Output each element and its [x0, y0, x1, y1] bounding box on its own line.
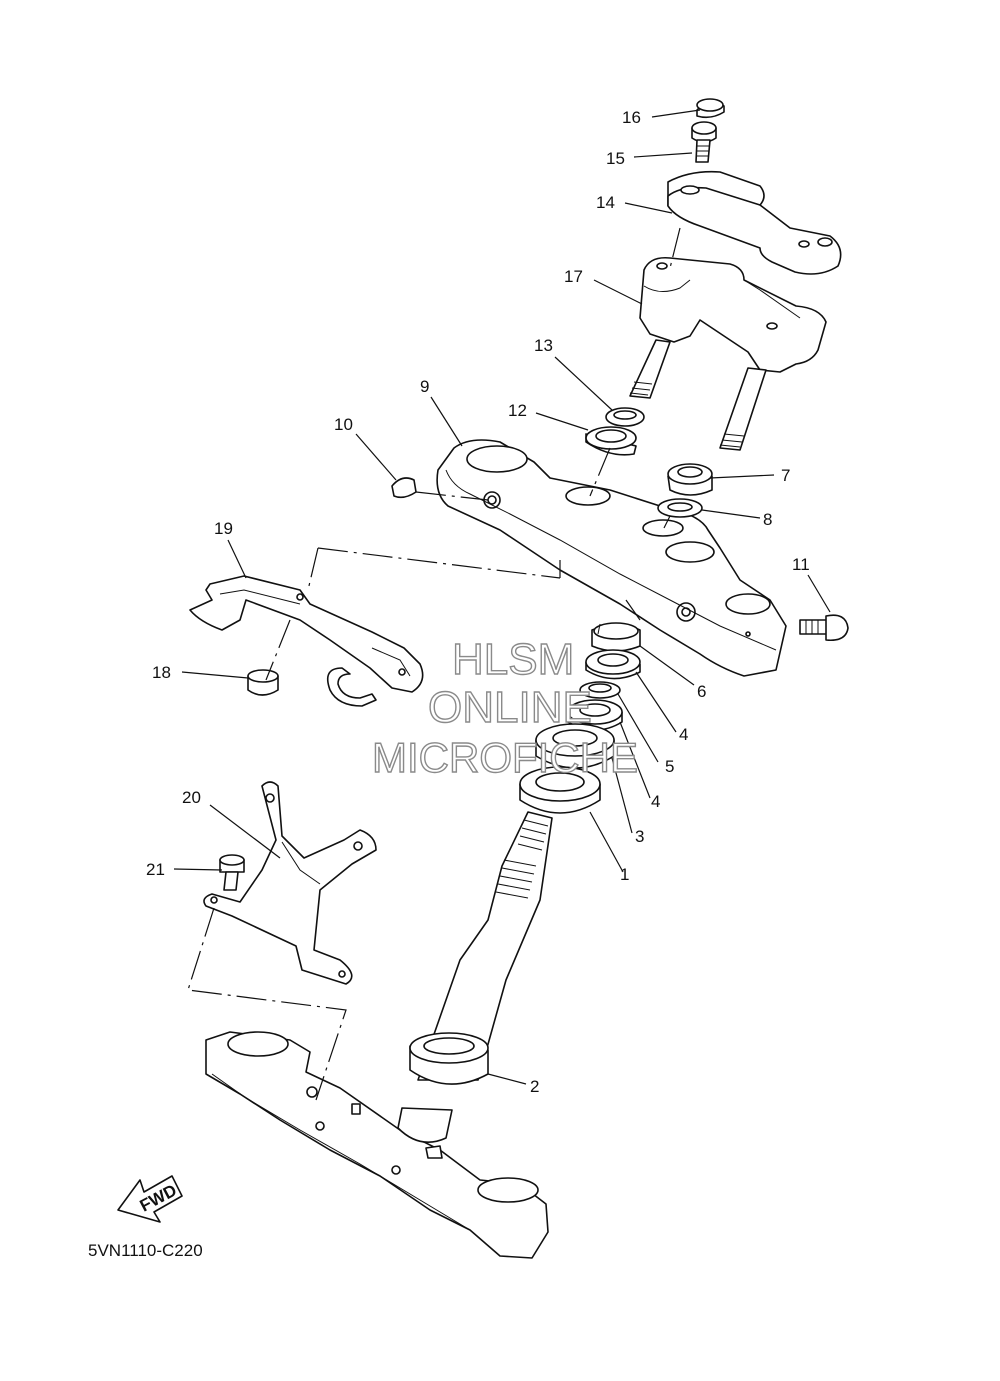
- callout-19: 19: [214, 519, 233, 538]
- part-5-lock-washer: [579, 681, 621, 699]
- callout-21: 21: [146, 860, 165, 879]
- callout-18: 18: [152, 663, 171, 682]
- part-13-washer: [605, 407, 645, 427]
- part-8-washer: [657, 498, 703, 518]
- part-7-nut: [667, 463, 713, 496]
- callout-2: 2: [530, 1077, 539, 1096]
- callout-5: 5: [665, 757, 674, 776]
- part-14-upper-holder: [667, 170, 842, 275]
- part-15-bolt: [691, 121, 717, 163]
- callout-12: 12: [508, 401, 527, 420]
- callout-14: 14: [596, 193, 615, 212]
- callout-10: 10: [334, 415, 353, 434]
- part-9-upper-bracket: [436, 439, 787, 677]
- assembly-lines: [187, 227, 681, 1101]
- part-4a-washer: [585, 649, 641, 680]
- watermark-line1: HLSM: [452, 635, 574, 684]
- callout-labels: 16 15 14 17 13 12 9 10 7 8 11 6 4 5 4 3 …: [146, 108, 810, 1096]
- callout-4b: 4: [651, 792, 660, 811]
- callout-11: 11: [792, 555, 810, 574]
- part-3-seal: [535, 723, 615, 769]
- callout-17: 17: [564, 267, 583, 286]
- callout-9: 9: [420, 377, 429, 396]
- part-20-stay: [203, 781, 377, 985]
- callout-1: 1: [620, 865, 629, 884]
- part-19-bracket: [189, 575, 424, 707]
- callout-7: 7: [781, 466, 790, 485]
- watermark-line3: MICROFICHE: [372, 734, 638, 781]
- diagram-code: 5VN1110-C220: [88, 1241, 203, 1260]
- part-4b-washer: [567, 699, 623, 731]
- part-12-bushing: [585, 426, 637, 456]
- part-17-lower-holder: [629, 256, 827, 451]
- part-21-bolt: [219, 854, 245, 891]
- steering-stem: [205, 811, 553, 1259]
- callout-16: 16: [622, 108, 641, 127]
- part-16-cap: [696, 98, 725, 119]
- callout-13: 13: [534, 336, 553, 355]
- callout-20: 20: [182, 788, 201, 807]
- watermark: HLSM ONLINE MICROFICHE: [371, 634, 638, 781]
- part-6-nut: [591, 622, 641, 652]
- part-11-bolt: [799, 614, 849, 642]
- callout-15: 15: [606, 149, 625, 168]
- part-10-cap: [391, 477, 417, 499]
- fwd-arrow: FWD: [117, 1175, 183, 1223]
- callout-6: 6: [697, 682, 706, 701]
- part-18-nut: [247, 669, 279, 696]
- callout-4a: 4: [679, 725, 688, 744]
- callout-8: 8: [763, 510, 772, 529]
- callout-3: 3: [635, 827, 644, 846]
- part-1-bearing: [519, 766, 601, 814]
- leader-lines: [173, 109, 831, 1085]
- watermark-line2: ONLINE: [428, 683, 592, 732]
